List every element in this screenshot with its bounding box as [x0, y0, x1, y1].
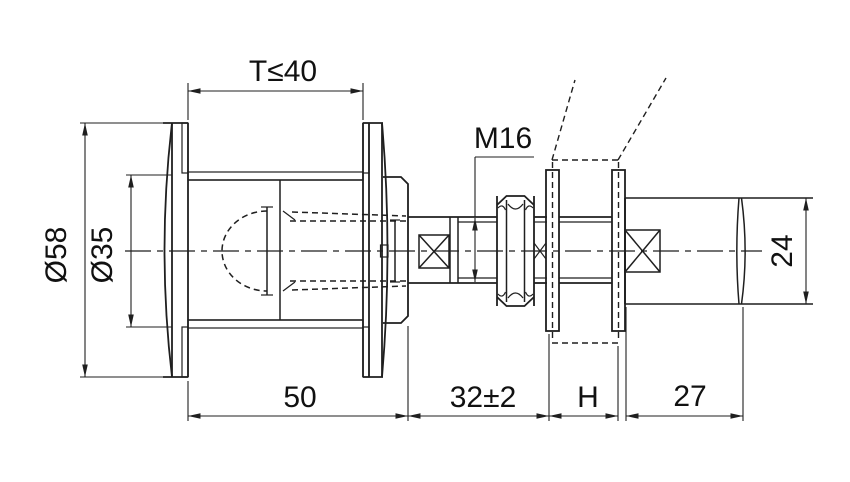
dim-body-diameter: Ø35 [86, 174, 172, 328]
threaded-stud [408, 216, 612, 284]
label-adjust-length: 32±2 [450, 381, 517, 414]
label-body-length: 50 [283, 381, 316, 414]
flange-head [163, 122, 188, 378]
end-cylinder [624, 197, 813, 305]
label-panel-thickness: H [577, 381, 599, 414]
label-glass-thickness-max: T≤40 [249, 55, 317, 88]
dim-end-diameter: 24 [766, 198, 809, 304]
dim-bottom-chain: 50 32±2 H 27 [187, 307, 744, 421]
label-end-diameter: 24 [766, 234, 799, 267]
label-flange-diameter: Ø58 [40, 227, 73, 284]
label-thread-spec: M16 [474, 122, 532, 155]
sleeve-body [187, 123, 364, 377]
label-body-diameter: Ø35 [86, 227, 119, 284]
glass-panel-phantom [551, 77, 667, 344]
label-end-length: 27 [673, 380, 706, 413]
dim-glass-thickness-max: T≤40 [187, 55, 364, 120]
clamp-disc [362, 122, 389, 378]
dim-flange-diameter: Ø58 [40, 122, 188, 378]
dim-thread-spec: M16 [472, 122, 534, 282]
step-collar [383, 176, 409, 324]
hex-nut [496, 195, 535, 307]
